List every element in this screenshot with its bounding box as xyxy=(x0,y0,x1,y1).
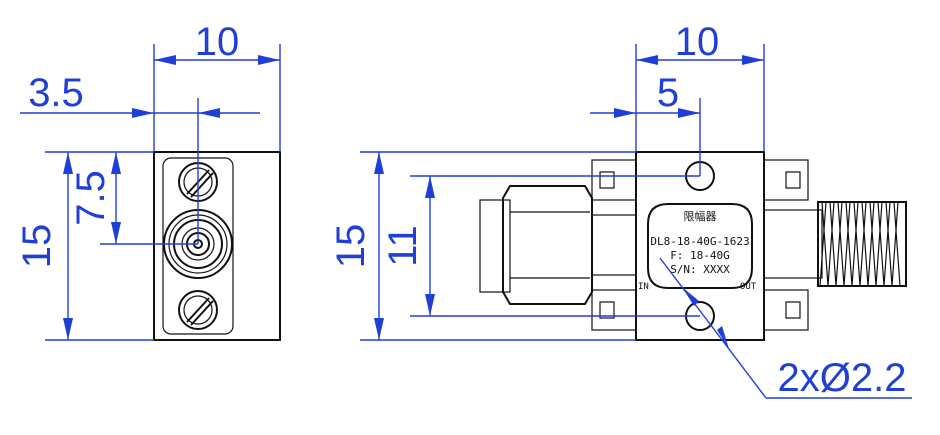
side-height-dim: 15 xyxy=(329,224,373,269)
front-width-dim: 10 xyxy=(195,20,240,64)
port-out-label: OUT xyxy=(740,282,757,292)
right-connector xyxy=(763,201,907,287)
front-view: 10 3.5 15 7.5 xyxy=(15,20,281,341)
hole-callout: 2xØ2.2 xyxy=(778,356,907,400)
left-connector xyxy=(479,185,637,305)
side-view: 限幅器 DL8-18-40G-1623 F: 18-40G S/N: XXXX … xyxy=(329,20,912,400)
label-freq: F: 18-40G xyxy=(670,249,730,262)
front-height-dim: 15 xyxy=(15,224,59,269)
label-name: 限幅器 xyxy=(684,210,717,223)
side-dimensions: 10 5 15 11 2xØ2.2 xyxy=(329,20,912,400)
label-model: DL8-18-40G-1623 xyxy=(650,235,749,248)
label-serial: S/N: XXXX xyxy=(670,263,730,276)
bottom-screw xyxy=(178,290,218,330)
side-half-dim: 5 xyxy=(657,71,679,115)
front-dimensions: 10 3.5 15 7.5 xyxy=(15,20,281,341)
front-offset-dim: 3.5 xyxy=(28,71,84,115)
side-width-dim: 10 xyxy=(675,20,720,64)
label-plate xyxy=(647,203,753,289)
front-body xyxy=(153,151,281,341)
port-in-label: IN xyxy=(638,282,649,292)
side-hole-spacing-dim: 11 xyxy=(381,225,425,267)
front-center-dim: 7.5 xyxy=(69,170,113,226)
